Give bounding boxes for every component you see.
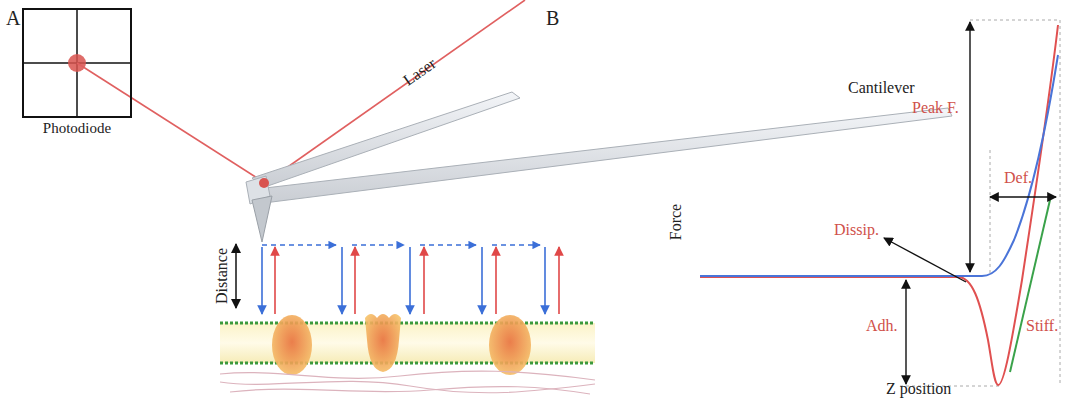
component-label: Photodiode (43, 121, 111, 136)
part-label: Cantilever (848, 80, 915, 96)
distance-arrow (235, 244, 237, 308)
retract-curve (700, 25, 1058, 385)
laser-beam (265, 0, 525, 183)
beam-label: Laser (401, 55, 439, 88)
measure-label: Dissip. (834, 222, 879, 238)
lipid-headgroups (220, 322, 595, 325)
measure-label: Peak F. (912, 100, 959, 116)
measure-label: Def. (1004, 170, 1032, 186)
extracellular-fibers (220, 371, 595, 394)
measure-label: Adh. (866, 318, 898, 334)
membrane-protein (365, 314, 401, 372)
panel-letter: B (546, 8, 559, 28)
axis-label: Force (668, 204, 684, 240)
adhesion-arrow (905, 280, 906, 384)
cantilever-arm (248, 108, 952, 204)
stiffness-slope (1010, 200, 1050, 372)
membrane-protein (272, 315, 312, 375)
scan-path (262, 245, 559, 314)
guide-lines (900, 20, 1060, 386)
peak-force-arrow (969, 22, 970, 272)
axis-label: Distance (214, 248, 230, 304)
membrane-protein (489, 315, 531, 375)
dissipation-arrow (884, 238, 966, 282)
measure-label: Stiff. (1026, 318, 1058, 334)
photodiode-box: Photodiode (22, 8, 132, 118)
laser-spot (259, 178, 269, 188)
approach-curve (700, 55, 1058, 276)
deformation-arrow (990, 196, 1056, 197)
afm-tip (252, 196, 272, 242)
panel-letter: A (6, 8, 20, 28)
axis-label: Z position (886, 381, 951, 397)
